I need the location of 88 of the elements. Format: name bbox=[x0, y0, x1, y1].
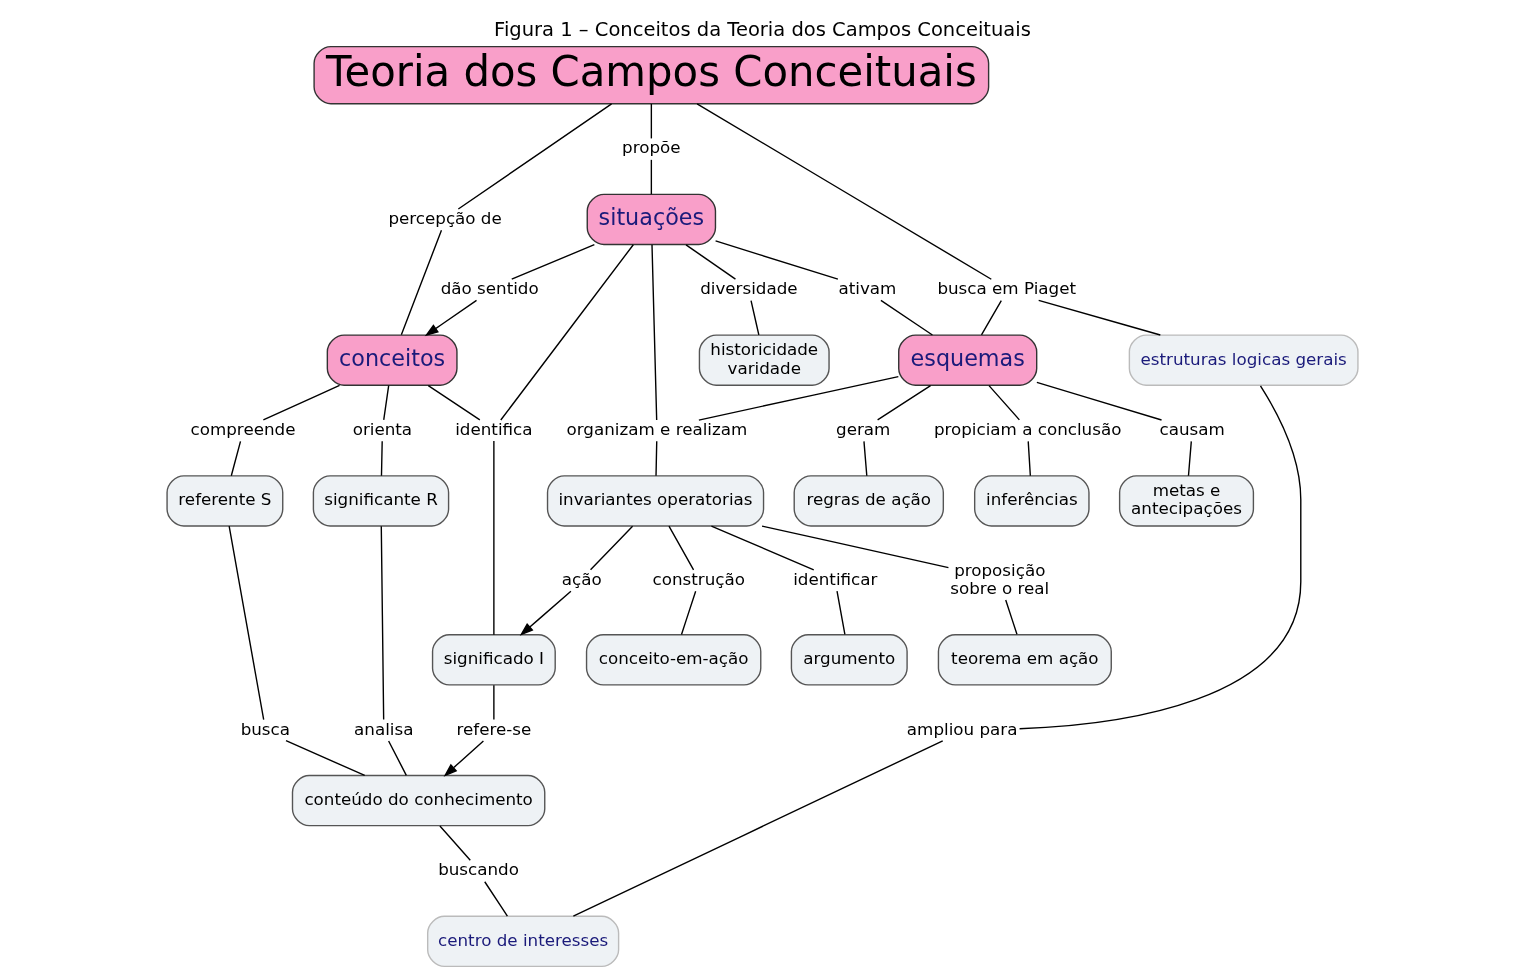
connector bbox=[714, 239, 839, 280]
node-box: situações bbox=[586, 193, 716, 245]
connector bbox=[227, 524, 264, 720]
node-text: causam bbox=[1158, 418, 1225, 439]
connector bbox=[483, 880, 508, 917]
node-text: ação bbox=[561, 568, 602, 589]
connector bbox=[1027, 440, 1031, 476]
connector bbox=[387, 739, 407, 776]
node-text: refere-se bbox=[455, 718, 531, 739]
node-text: analisa bbox=[353, 718, 413, 739]
connector bbox=[654, 440, 657, 476]
connector bbox=[760, 524, 949, 568]
node-text: orienta bbox=[352, 418, 412, 439]
node-text: identifica bbox=[454, 418, 533, 439]
node-box: conceito-em-ação bbox=[585, 633, 761, 686]
connector bbox=[835, 590, 846, 635]
node-text: organizam e realizam bbox=[566, 418, 747, 439]
node-box: Teoria dos Campos Conceituais bbox=[312, 45, 989, 104]
connector bbox=[1035, 381, 1162, 421]
arrow bbox=[519, 590, 572, 636]
node-text: ampliou para bbox=[906, 718, 1017, 739]
connector bbox=[284, 739, 365, 776]
node-box: esquemas bbox=[897, 333, 1037, 386]
connector bbox=[438, 824, 471, 861]
connector bbox=[427, 384, 481, 421]
node-text: busca em Piaget bbox=[936, 277, 1076, 298]
connector bbox=[684, 243, 736, 280]
node-text: buscando bbox=[437, 858, 519, 879]
node-text: compreende bbox=[190, 418, 295, 439]
connector bbox=[680, 590, 696, 635]
node-text: construção bbox=[652, 568, 745, 589]
connector bbox=[876, 384, 931, 421]
node-text: identificar bbox=[792, 568, 877, 589]
node-box: metas e antecipações bbox=[1118, 474, 1254, 527]
node-text: percepção de bbox=[387, 207, 502, 228]
node-text: geram bbox=[835, 418, 890, 439]
node-box: estruturas logicas gerais bbox=[1128, 333, 1359, 386]
connector bbox=[650, 158, 652, 195]
node-box: teorema em ação bbox=[937, 633, 1112, 686]
node-box: argumento bbox=[790, 633, 908, 686]
connector bbox=[572, 739, 943, 917]
node-text: diversidade bbox=[699, 277, 798, 298]
node-box: centro de interesses bbox=[426, 915, 619, 967]
node-box: invariantes operatorias bbox=[546, 474, 764, 527]
connector bbox=[1004, 598, 1018, 635]
connector bbox=[710, 525, 814, 570]
connector bbox=[380, 440, 383, 476]
connector bbox=[1018, 384, 1301, 729]
connector bbox=[650, 102, 652, 139]
node-box: regras de ação bbox=[793, 474, 944, 527]
connector bbox=[262, 384, 340, 421]
node-text: busca bbox=[240, 718, 290, 739]
connector bbox=[589, 525, 633, 570]
node-text: dão sentido bbox=[440, 277, 539, 298]
node-box: significante R bbox=[312, 474, 449, 527]
connector bbox=[667, 525, 694, 570]
connector bbox=[380, 524, 384, 720]
connector bbox=[499, 243, 634, 421]
node-box: significado I bbox=[431, 633, 556, 686]
node-text: propiciam a conclusão bbox=[933, 418, 1121, 439]
connector bbox=[1037, 299, 1161, 336]
arrow bbox=[443, 739, 484, 777]
connector bbox=[400, 229, 442, 335]
connector bbox=[492, 439, 495, 635]
connector bbox=[697, 375, 899, 421]
arrow bbox=[424, 299, 477, 336]
connector bbox=[230, 440, 241, 476]
connector bbox=[510, 243, 595, 280]
connector bbox=[695, 102, 992, 280]
connector bbox=[980, 299, 1002, 336]
node-text: proposição sobre o real bbox=[949, 559, 1049, 598]
connector bbox=[382, 384, 389, 421]
node-box: historicidade varidade bbox=[698, 333, 830, 386]
connector bbox=[879, 299, 933, 336]
connector bbox=[987, 384, 1020, 421]
node-box: conteúdo do conhecimento bbox=[291, 774, 545, 826]
connector bbox=[1187, 440, 1192, 476]
connector bbox=[492, 684, 495, 720]
node-text: propõe bbox=[621, 136, 681, 157]
diagram-title: Figura 1 – Conceitos da Teoria dos Campos Conceituais bbox=[493, 17, 1031, 41]
node-box: conceitos bbox=[326, 333, 458, 386]
connector bbox=[749, 299, 760, 336]
connector bbox=[862, 440, 867, 476]
node-box: referente S bbox=[165, 474, 283, 527]
connector bbox=[650, 243, 657, 421]
node-text: ativam bbox=[837, 277, 896, 298]
node-box: inferências bbox=[973, 474, 1090, 527]
connector bbox=[457, 102, 612, 210]
